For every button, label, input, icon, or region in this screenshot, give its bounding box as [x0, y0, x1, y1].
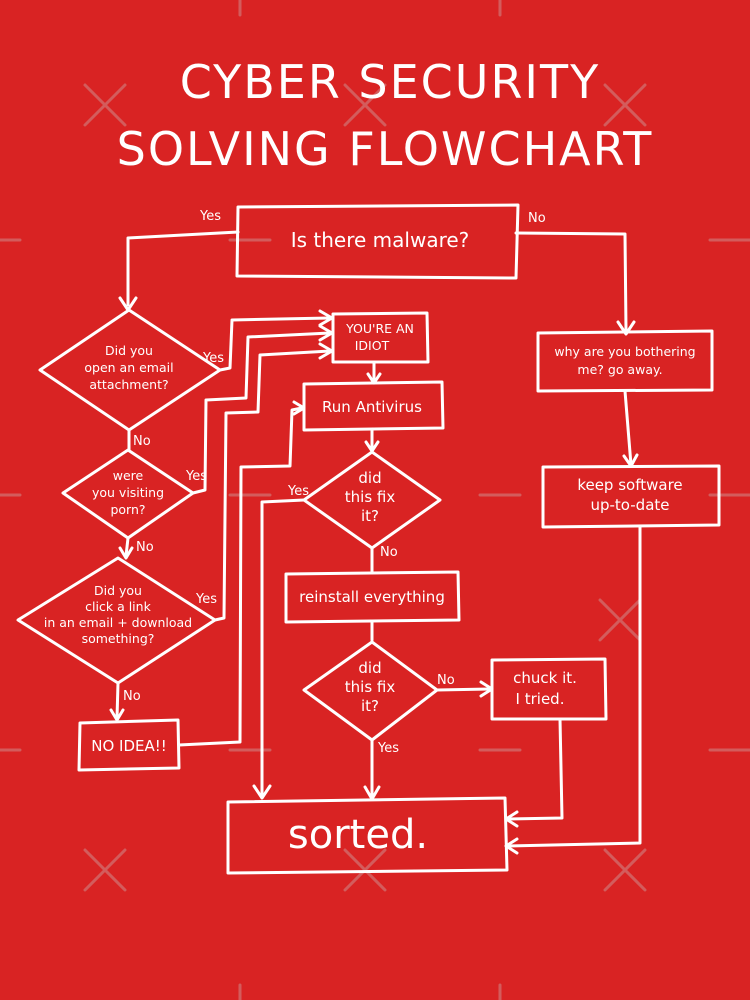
node-click-line-2: click a link	[85, 599, 151, 614]
node-chuck: chuck it. I tried.	[490, 657, 608, 721]
label-email-no: No	[133, 434, 151, 449]
label-porn-no: No	[136, 540, 154, 555]
edge-labels: Yes No Yes No Yes No Yes No Yes No No Ye…	[123, 209, 546, 756]
node-idiot-line-2: IDIOT	[355, 338, 390, 353]
node-run-antivirus: Run Antivirus	[302, 380, 445, 432]
label-email-yes: Yes	[202, 351, 224, 366]
label-malware-yes: Yes	[199, 209, 221, 224]
node-no-idea-label: NO IDEA!!	[91, 737, 167, 755]
edge-fix1-yes	[260, 498, 306, 797]
node-keep-line-2: up-to-date	[590, 496, 669, 514]
edge-bothering-keep	[623, 389, 633, 467]
edge-click-yes	[213, 349, 332, 622]
edge-noidea	[177, 406, 304, 747]
title-line-1: CYBER SECURITY	[180, 55, 600, 109]
node-fix1-line-3: it?	[361, 507, 379, 525]
label-click-no: No	[123, 689, 141, 704]
edge-email-yes	[218, 316, 332, 372]
node-fix2-line-1: did	[358, 659, 381, 677]
label-fix1-no: No	[380, 545, 398, 560]
node-sorted: sorted.	[226, 796, 509, 875]
label-click-yes: Yes	[195, 592, 217, 607]
node-chuck-line-2: I tried.	[516, 690, 565, 708]
node-chuck-line-1: chuck it.	[513, 669, 577, 687]
node-bothering-line-2: me? go away.	[577, 362, 662, 377]
edge-porn-no	[124, 536, 130, 558]
node-fix2-line-3: it?	[361, 697, 379, 715]
node-click-link: Did you click a link in an email + downl…	[16, 556, 217, 685]
node-fix2-line-2: this fix	[345, 678, 396, 696]
node-email-line-2: open an email	[84, 360, 173, 375]
node-email-line-3: attachment?	[89, 377, 168, 392]
label-fix2-no: No	[437, 673, 455, 688]
label-malware-no: No	[528, 211, 546, 226]
node-sorted-label: sorted.	[288, 812, 428, 858]
node-no-idea: NO IDEA!!	[77, 718, 181, 772]
node-email-attachment: Did you open an email attachment?	[38, 308, 222, 432]
node-malware: Is there malware?	[235, 203, 520, 280]
node-click-line-3: in an email + download	[44, 615, 192, 630]
edge-malware-no	[514, 231, 628, 332]
node-reinstall-label: reinstall everything	[299, 588, 445, 606]
node-click-line-1: Did you	[94, 583, 142, 598]
node-fix1-line-1: did	[358, 469, 381, 487]
connectors	[109, 230, 642, 855]
node-email-line-1: Did you	[105, 343, 153, 358]
label-fix1-yes: Yes	[287, 484, 309, 499]
node-reinstall: reinstall everything	[284, 570, 461, 624]
node-keep-line-1: keep software	[577, 476, 682, 494]
node-bothering-line-1: why are you bothering	[554, 344, 695, 359]
title-line-2: SOLVING FLOWCHART	[117, 122, 654, 176]
edge-fix2-no	[435, 687, 492, 692]
node-malware-label: Is there malware?	[291, 228, 470, 252]
node-fix-2: did this fix it?	[302, 640, 439, 742]
edge-chuck-sorted	[506, 717, 564, 821]
node-run-antivirus-label: Run Antivirus	[322, 398, 422, 416]
node-fix-1: did this fix it?	[302, 450, 442, 550]
node-visiting-porn: were you visiting porn?	[61, 448, 195, 540]
node-keep-software: keep software up-to-date	[541, 464, 721, 529]
edge-malware-yes	[126, 230, 240, 307]
node-bothering: why are you bothering me? go away.	[536, 329, 714, 393]
node-idiot: YOU'RE AN IDIOT	[331, 311, 430, 364]
node-porn-line-2: you visiting	[92, 485, 164, 500]
edge-click-no	[115, 681, 120, 720]
edge-keep-sorted	[506, 525, 642, 848]
node-fix1-line-2: this fix	[345, 488, 396, 506]
node-click-line-4: something?	[82, 631, 155, 646]
label-fix2-yes: Yes	[377, 741, 399, 756]
node-porn-line-3: porn?	[110, 502, 145, 517]
label-porn-yes: Yes	[185, 469, 207, 484]
node-idiot-line-1: YOU'RE AN	[345, 321, 414, 336]
node-porn-line-1: were	[113, 468, 144, 483]
edge-porn-yes	[191, 331, 332, 495]
